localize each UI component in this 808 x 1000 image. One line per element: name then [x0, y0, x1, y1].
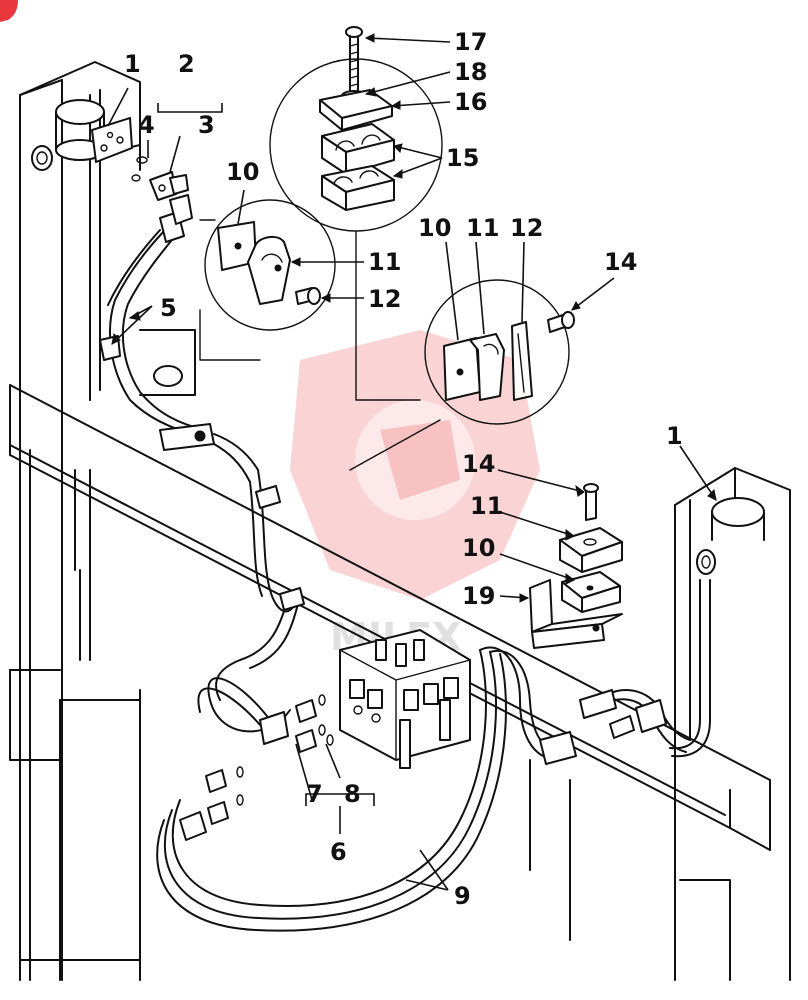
right-cylinder-top [711, 497, 765, 541]
bolt-14a [547, 311, 575, 333]
bolt-14b [583, 483, 599, 521]
plate-10c [561, 571, 621, 613]
cylinder-port-block [91, 117, 133, 163]
callout-11-a: 11 [368, 248, 401, 276]
detail-circle-clamp-right [349, 279, 570, 471]
callout-14-b: 14 [462, 450, 495, 478]
clamp-saddle-11b [469, 333, 505, 401]
callout-16: 16 [454, 88, 487, 116]
clamp-block-lower-15 [321, 165, 395, 211]
callout-10-c: 10 [462, 534, 495, 562]
callout-6: 6 [330, 838, 347, 866]
callout-8: 8 [344, 780, 361, 808]
hose-vertical-run [249, 469, 305, 613]
bolt-17 [345, 26, 363, 93]
callout-9: 9 [454, 882, 471, 910]
fitting-7 [205, 699, 317, 825]
hose-5 [99, 194, 206, 437]
leader-arrowheads [111, 33, 717, 603]
callout-18: 18 [454, 58, 487, 86]
callout-12-a: 12 [368, 285, 401, 313]
saddle-11c [559, 527, 623, 573]
callout-14-a: 14 [604, 248, 637, 276]
callout-5: 5 [160, 294, 177, 322]
callout-11-c: 11 [470, 492, 503, 520]
callout-10-b: 10 [418, 214, 451, 242]
hose-junction-fitting [159, 423, 259, 483]
lower-tie-plate [9, 669, 61, 761]
o-ring-4 [131, 156, 148, 182]
callout-1-right: 1 [666, 422, 683, 450]
o-ring-8 [236, 694, 334, 806]
callout-labels: 1 2 4 3 5 10 11 12 17 18 16 15 10 11 12 … [124, 28, 683, 910]
detail-circle-clamp-top [269, 58, 443, 401]
lower-right-channel [529, 759, 571, 941]
callout-11-b: 11 [466, 214, 499, 242]
callout-1-left: 1 [124, 50, 141, 78]
callout-15: 15 [446, 144, 479, 172]
bolt-12 [295, 287, 321, 305]
callout-7: 7 [306, 780, 323, 808]
callout-19: 19 [462, 582, 495, 610]
strap-12b [511, 321, 533, 401]
control-valve-6 [339, 629, 471, 769]
angle-bracket-19 [529, 579, 623, 649]
clamp-saddle-11 [247, 236, 291, 305]
callout-2: 2 [178, 50, 195, 78]
elbow-fitting-3 [149, 171, 189, 201]
callout-4: 4 [138, 111, 155, 139]
right-mast-fitting [669, 549, 716, 758]
mast-flange-plate [139, 329, 196, 396]
hose-9 [156, 589, 577, 932]
left-mast-channel [19, 61, 141, 981]
right-hose-fittings [579, 689, 691, 753]
clamp-block-upper-15 [321, 123, 395, 175]
callout-12-b: 12 [510, 214, 543, 242]
callout-17: 17 [454, 28, 487, 56]
page-marker [0, 0, 18, 22]
callout-3: 3 [198, 111, 215, 139]
callout-10-a: 10 [226, 158, 259, 186]
mast-side-knob [31, 145, 53, 171]
right-mast-channel [674, 467, 791, 981]
cover-plate-16 [319, 89, 393, 131]
detail-circle-clamp-left [199, 199, 336, 361]
